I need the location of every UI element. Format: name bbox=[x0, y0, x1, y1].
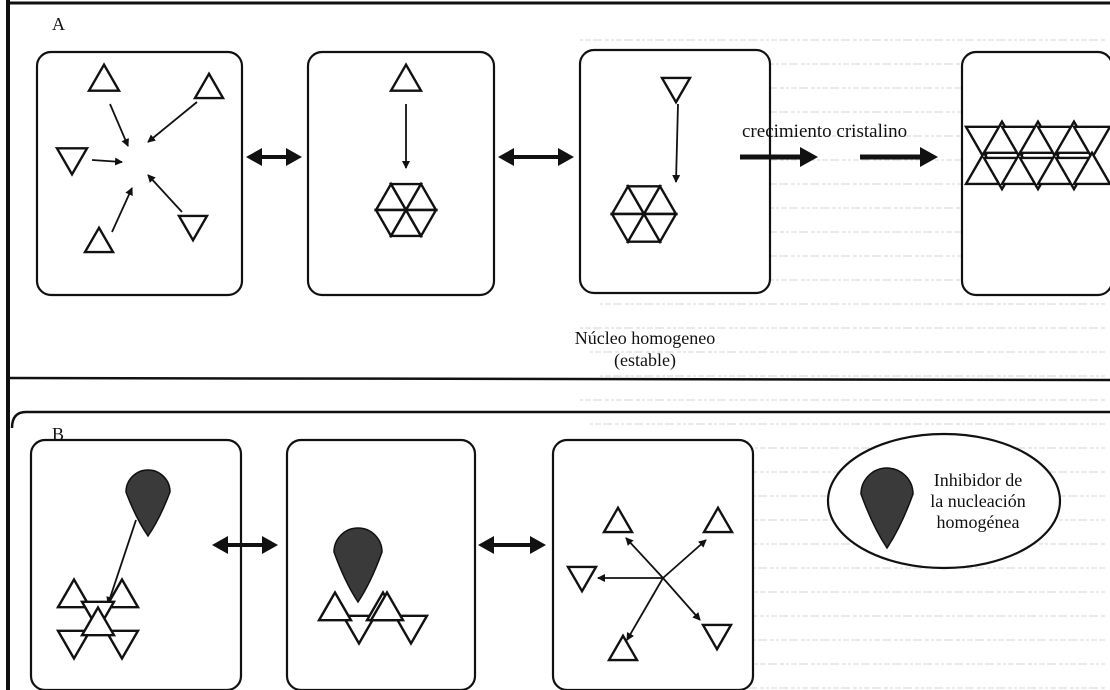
monomer-triangle-up bbox=[606, 633, 640, 662]
arrow bbox=[106, 519, 137, 605]
equilibrium-arrowhead-right bbox=[286, 148, 302, 166]
inhibitor-legend-line2: la nucleación bbox=[930, 491, 1026, 511]
panel-a-box-2 bbox=[306, 50, 496, 297]
monomer-triangle-up bbox=[192, 71, 226, 100]
inhibitor-legend-text: Inhibidor de la nucleación homogénea bbox=[918, 470, 1038, 533]
monomer-triangle-down bbox=[392, 614, 430, 646]
inhibitor-legend-line3: homogénea bbox=[936, 512, 1020, 532]
equilibrium-arrowhead-right bbox=[530, 536, 546, 554]
equilibrium-arrowhead-left bbox=[498, 148, 514, 166]
teardrop-inhibitor-icon bbox=[860, 467, 914, 550]
monomer-triangle-up bbox=[79, 605, 117, 637]
teardrop-inhibitor-icon bbox=[333, 527, 383, 604]
equilibrium-arrowhead-left bbox=[246, 148, 262, 166]
monomer-triangle-down bbox=[403, 208, 439, 239]
equilibrium-arrowhead-left bbox=[478, 536, 494, 554]
monomer-triangle-down bbox=[55, 629, 93, 661]
monomer-triangle-up bbox=[368, 590, 406, 622]
growth-arrowhead bbox=[800, 147, 818, 167]
monomer-triangle-up bbox=[86, 62, 122, 92]
monomer-triangle-up bbox=[316, 590, 354, 622]
arrow bbox=[91, 157, 123, 166]
monomer-triangle-down bbox=[565, 565, 599, 594]
arrow bbox=[147, 174, 183, 213]
monomer-triangle-up bbox=[388, 62, 424, 92]
equilibrium-arrowhead-right bbox=[262, 536, 278, 554]
monomer-triangle-down bbox=[641, 212, 679, 245]
panel-b-box-3 bbox=[551, 438, 755, 690]
arrow bbox=[626, 577, 664, 641]
arrow bbox=[672, 103, 681, 183]
nucleus-caption-line2: (estable) bbox=[614, 350, 676, 370]
monomer-triangle-down bbox=[1071, 125, 1110, 161]
panel-a-letter: A bbox=[52, 14, 65, 34]
crystal-growth-label: crecimiento cristalino bbox=[742, 121, 908, 142]
arrow bbox=[111, 187, 133, 233]
monomer-triangle-up bbox=[55, 577, 93, 609]
monomer-triangle-down bbox=[176, 214, 210, 243]
growth-arrowhead bbox=[920, 147, 938, 167]
monomer-triangle-up bbox=[103, 577, 141, 609]
arrow bbox=[109, 103, 129, 147]
teardrop-inhibitor-icon bbox=[125, 469, 171, 538]
arrow bbox=[147, 101, 198, 143]
panel-a-bottom-border bbox=[7, 376, 1110, 382]
nucleus-caption-line1: Núcleo homogeneo bbox=[574, 328, 716, 348]
equilibrium-arrowhead-left bbox=[212, 536, 228, 554]
monomer-triangle-up bbox=[82, 225, 116, 254]
nucleus-caption: Núcleo homogeneo (estable) bbox=[565, 327, 725, 371]
monomer-triangle-up bbox=[701, 505, 735, 534]
monomer-triangle-down bbox=[340, 614, 378, 646]
monomer-triangle-up bbox=[601, 505, 635, 534]
arrow bbox=[662, 539, 707, 579]
monomer-triangle-down bbox=[54, 147, 90, 177]
panel-b-corner bbox=[10, 410, 27, 429]
monomer-triangle-down bbox=[103, 629, 141, 661]
panel-b-box-1 bbox=[29, 438, 243, 690]
arrow bbox=[662, 577, 701, 621]
monomer-triangle-up bbox=[1071, 150, 1110, 186]
equilibrium-arrowhead-right bbox=[558, 148, 574, 166]
monomer-triangle-down bbox=[659, 76, 693, 105]
diagram-marks bbox=[54, 62, 1110, 662]
panel-b-letter: B bbox=[52, 424, 65, 444]
panel-b-box-2 bbox=[285, 438, 477, 690]
monomer-triangle-down bbox=[700, 623, 734, 652]
inhibitor-legend-line1: Inhibidor de bbox=[933, 470, 1023, 490]
arrow bbox=[625, 537, 664, 579]
